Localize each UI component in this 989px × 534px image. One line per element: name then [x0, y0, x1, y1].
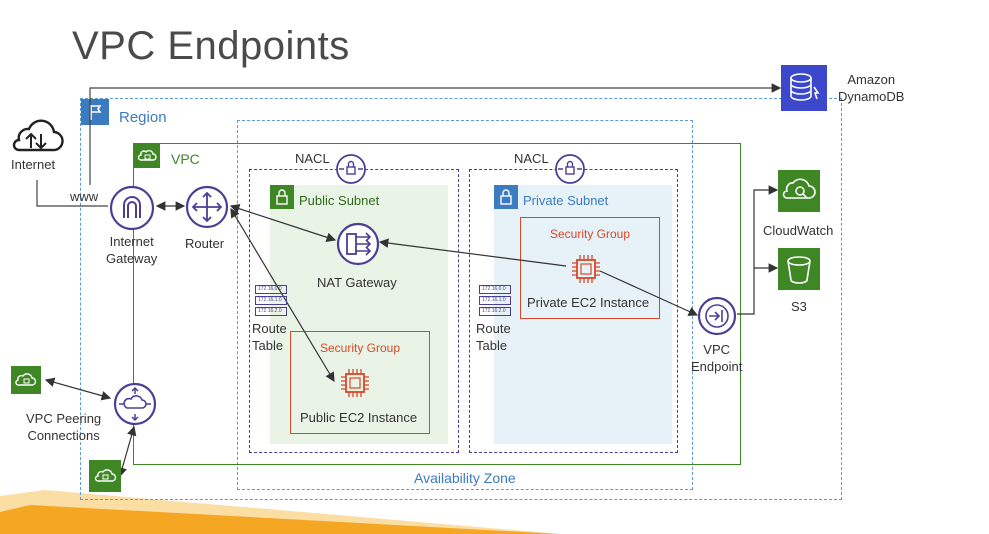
vpc-peering-icon	[113, 382, 157, 426]
security-group-public-label: Security Group	[320, 341, 401, 355]
vpc-endpoint-icon	[697, 296, 737, 336]
nacl-public-icon	[335, 153, 367, 185]
cloudwatch-label: CloudWatch	[763, 223, 834, 238]
nacl-private-label: NACL	[514, 151, 549, 166]
private-subnet-lock-icon	[494, 185, 518, 209]
security-group-private-label: Security Group	[550, 227, 631, 241]
private-subnet-label: Private Subnet	[523, 193, 609, 208]
route-table-row: 172.16.0.0	[255, 285, 287, 294]
route-table-row: 172.16.0.0	[479, 285, 511, 294]
private-ec2-label: Private EC2 Instance	[527, 295, 650, 310]
region-flag-icon	[81, 99, 109, 125]
route-table-row: 172.16.1.0	[255, 296, 287, 305]
vpc-cloud-icon	[134, 144, 160, 168]
cloudwatch-icon	[778, 170, 820, 212]
internet-gateway-icon	[109, 185, 155, 231]
route-table-private-icon: 172.16.0.0 172.16.1.0 172.16.2.0	[479, 285, 511, 316]
nat-gateway-label: NAT Gateway	[317, 275, 397, 290]
internet-label: Internet	[11, 157, 56, 172]
vpc-peering-label: VPC Peering Connections	[26, 411, 102, 443]
vpc-endpoint-label: VPC Endpoint	[691, 342, 743, 374]
availability-zone-label: Availability Zone	[414, 470, 516, 486]
www-label: www	[70, 189, 99, 204]
nacl-public-label: NACL	[295, 151, 330, 166]
vpc-label: VPC	[171, 151, 200, 167]
public-ec2-label: Public EC2 Instance	[300, 410, 418, 425]
private-subnet-container	[494, 185, 672, 444]
public-ec2-chip-icon	[338, 366, 372, 400]
route-table-row: 172.16.1.0	[479, 296, 511, 305]
route-table-public-label: Route Table	[252, 321, 287, 353]
region-container	[80, 98, 842, 500]
internet-cloud-icon	[7, 114, 67, 156]
private-ec2-chip-icon	[569, 252, 603, 286]
internet-gateway-label: Internet Gateway	[106, 234, 158, 266]
route-table-public-icon: 172.16.0.0 172.16.1.0 172.16.2.0	[255, 285, 287, 316]
vpc-container	[133, 143, 741, 465]
router-label: Router	[185, 236, 225, 251]
dynamodb-label: Amazon DynamoDB	[838, 72, 905, 104]
page-title: VPC Endpoints	[72, 24, 350, 68]
nacl-private-icon	[554, 153, 586, 185]
dynamodb-icon	[781, 65, 827, 111]
peered-vpc-top-icon	[11, 366, 41, 394]
route-table-private-label: Route Table	[476, 321, 511, 353]
region-label: Region	[119, 109, 167, 126]
route-table-row: 172.16.2.0	[255, 307, 287, 316]
router-icon	[185, 185, 229, 229]
nat-gateway-icon	[336, 222, 380, 266]
s3-label: S3	[791, 299, 807, 314]
security-group-private	[520, 217, 660, 319]
route-table-row: 172.16.2.0	[479, 307, 511, 316]
security-group-public	[290, 331, 430, 434]
peered-vpc-bottom-icon	[89, 460, 121, 492]
s3-bucket-icon	[778, 248, 820, 290]
